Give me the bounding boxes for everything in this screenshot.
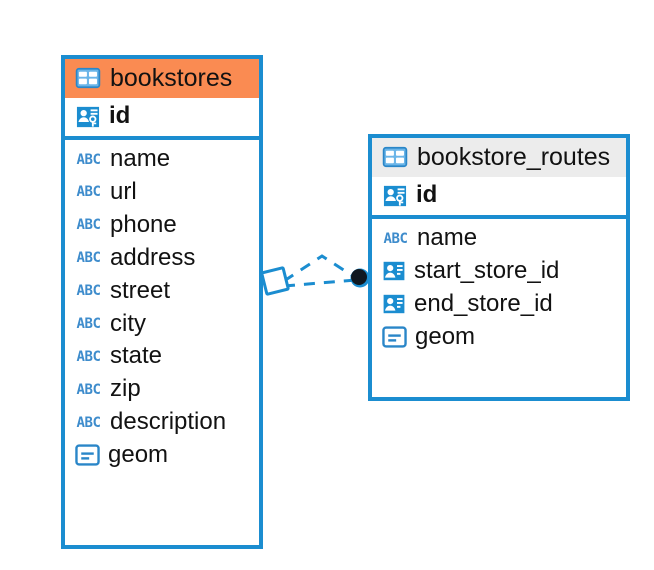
abc-glyph: ABC bbox=[76, 151, 101, 168]
geometry-icon bbox=[75, 444, 100, 467]
field-label: end_store_id bbox=[414, 289, 553, 317]
entity-bookstore-routes[interactable]: bookstore_routes id bbox=[368, 134, 630, 401]
abc-text-icon: ABC bbox=[75, 250, 102, 267]
abc-text-icon: ABC bbox=[382, 230, 409, 247]
abc-text-icon: ABC bbox=[75, 348, 102, 365]
abc-text-icon: ABC bbox=[75, 414, 102, 431]
field-row-geom[interactable]: geom bbox=[65, 439, 259, 472]
diamond-outline-endpoint-icon bbox=[260, 266, 290, 296]
field-label: name bbox=[417, 224, 478, 252]
entity-bookstores[interactable]: bookstores id bbox=[61, 55, 263, 549]
abc-glyph: ABC bbox=[76, 315, 101, 332]
field-label: state bbox=[110, 342, 163, 370]
abc-text-icon: ABC bbox=[75, 283, 102, 300]
field-label: name bbox=[110, 145, 171, 173]
field-label: geom bbox=[415, 322, 476, 350]
entity-header-bookstore-routes[interactable]: bookstore_routes bbox=[372, 138, 626, 178]
abc-glyph: ABC bbox=[76, 283, 101, 300]
field-row-name[interactable]: ABC name bbox=[372, 222, 626, 255]
primary-key-icon bbox=[75, 104, 101, 130]
field-label: description bbox=[110, 408, 227, 436]
abc-text-icon: ABC bbox=[75, 184, 102, 201]
field-row-description[interactable]: ABC description bbox=[65, 406, 259, 439]
primary-key-label: id bbox=[416, 181, 438, 209]
primary-key-block: id bbox=[372, 177, 626, 220]
field-label: street bbox=[110, 276, 171, 304]
field-label: phone bbox=[110, 210, 177, 238]
field-row-end-store-id[interactable]: end_store_id bbox=[372, 288, 626, 321]
field-row-phone[interactable]: ABC phone bbox=[65, 209, 259, 242]
field-label: url bbox=[110, 178, 137, 205]
entity-header-bookstores[interactable]: bookstores bbox=[65, 59, 259, 99]
abc-glyph: ABC bbox=[383, 230, 408, 247]
field-row-primary-key[interactable]: id bbox=[372, 177, 626, 215]
abc-glyph: ABC bbox=[76, 250, 101, 267]
filled-circle-endpoint-icon bbox=[350, 268, 370, 288]
fields-block-bookstore-routes: ABC name start_store_id bbox=[372, 219, 626, 358]
foreign-key-icon bbox=[382, 292, 406, 316]
primary-key-label: id bbox=[109, 102, 131, 130]
field-label: city bbox=[110, 309, 146, 337]
abc-glyph: ABC bbox=[76, 381, 101, 398]
abc-text-icon: ABC bbox=[75, 151, 102, 168]
entity-title: bookstore_routes bbox=[417, 143, 611, 171]
abc-text-icon: ABC bbox=[75, 315, 102, 332]
primary-key-icon bbox=[382, 183, 408, 209]
field-label: geom bbox=[108, 441, 169, 468]
field-label: start_store_id bbox=[414, 257, 560, 284]
geometry-icon bbox=[382, 326, 407, 348]
relationship-line-upper bbox=[283, 254, 357, 283]
abc-text-icon: ABC bbox=[75, 217, 102, 234]
field-row-address[interactable]: ABC address bbox=[65, 242, 259, 275]
field-row-url[interactable]: ABC url bbox=[65, 176, 259, 209]
field-row-city[interactable]: ABC city bbox=[65, 308, 259, 341]
field-label: zip bbox=[110, 375, 141, 403]
field-label: address bbox=[110, 243, 196, 271]
abc-glyph: ABC bbox=[76, 414, 101, 431]
entity-title: bookstores bbox=[110, 64, 233, 92]
fields-block-bookstores: ABC name ABC url ABC phone AB bbox=[65, 140, 259, 476]
abc-glyph: ABC bbox=[76, 217, 101, 234]
abc-glyph: ABC bbox=[76, 184, 101, 201]
primary-key-block: id bbox=[65, 98, 259, 141]
abc-glyph: ABC bbox=[76, 348, 101, 365]
foreign-key-icon bbox=[382, 259, 406, 283]
field-row-zip[interactable]: ABC zip bbox=[65, 373, 259, 406]
relationship-line-lower bbox=[283, 278, 357, 288]
field-row-geom[interactable]: geom bbox=[372, 321, 626, 354]
table-icon bbox=[75, 65, 101, 91]
field-row-street[interactable]: ABC street bbox=[65, 275, 259, 308]
field-row-start-store-id[interactable]: start_store_id bbox=[372, 255, 626, 288]
field-row-state[interactable]: ABC state bbox=[65, 340, 259, 373]
field-row-name[interactable]: ABC name bbox=[65, 143, 259, 176]
table-icon bbox=[382, 144, 408, 170]
field-row-primary-key[interactable]: id bbox=[65, 98, 259, 136]
abc-text-icon: ABC bbox=[75, 381, 102, 398]
